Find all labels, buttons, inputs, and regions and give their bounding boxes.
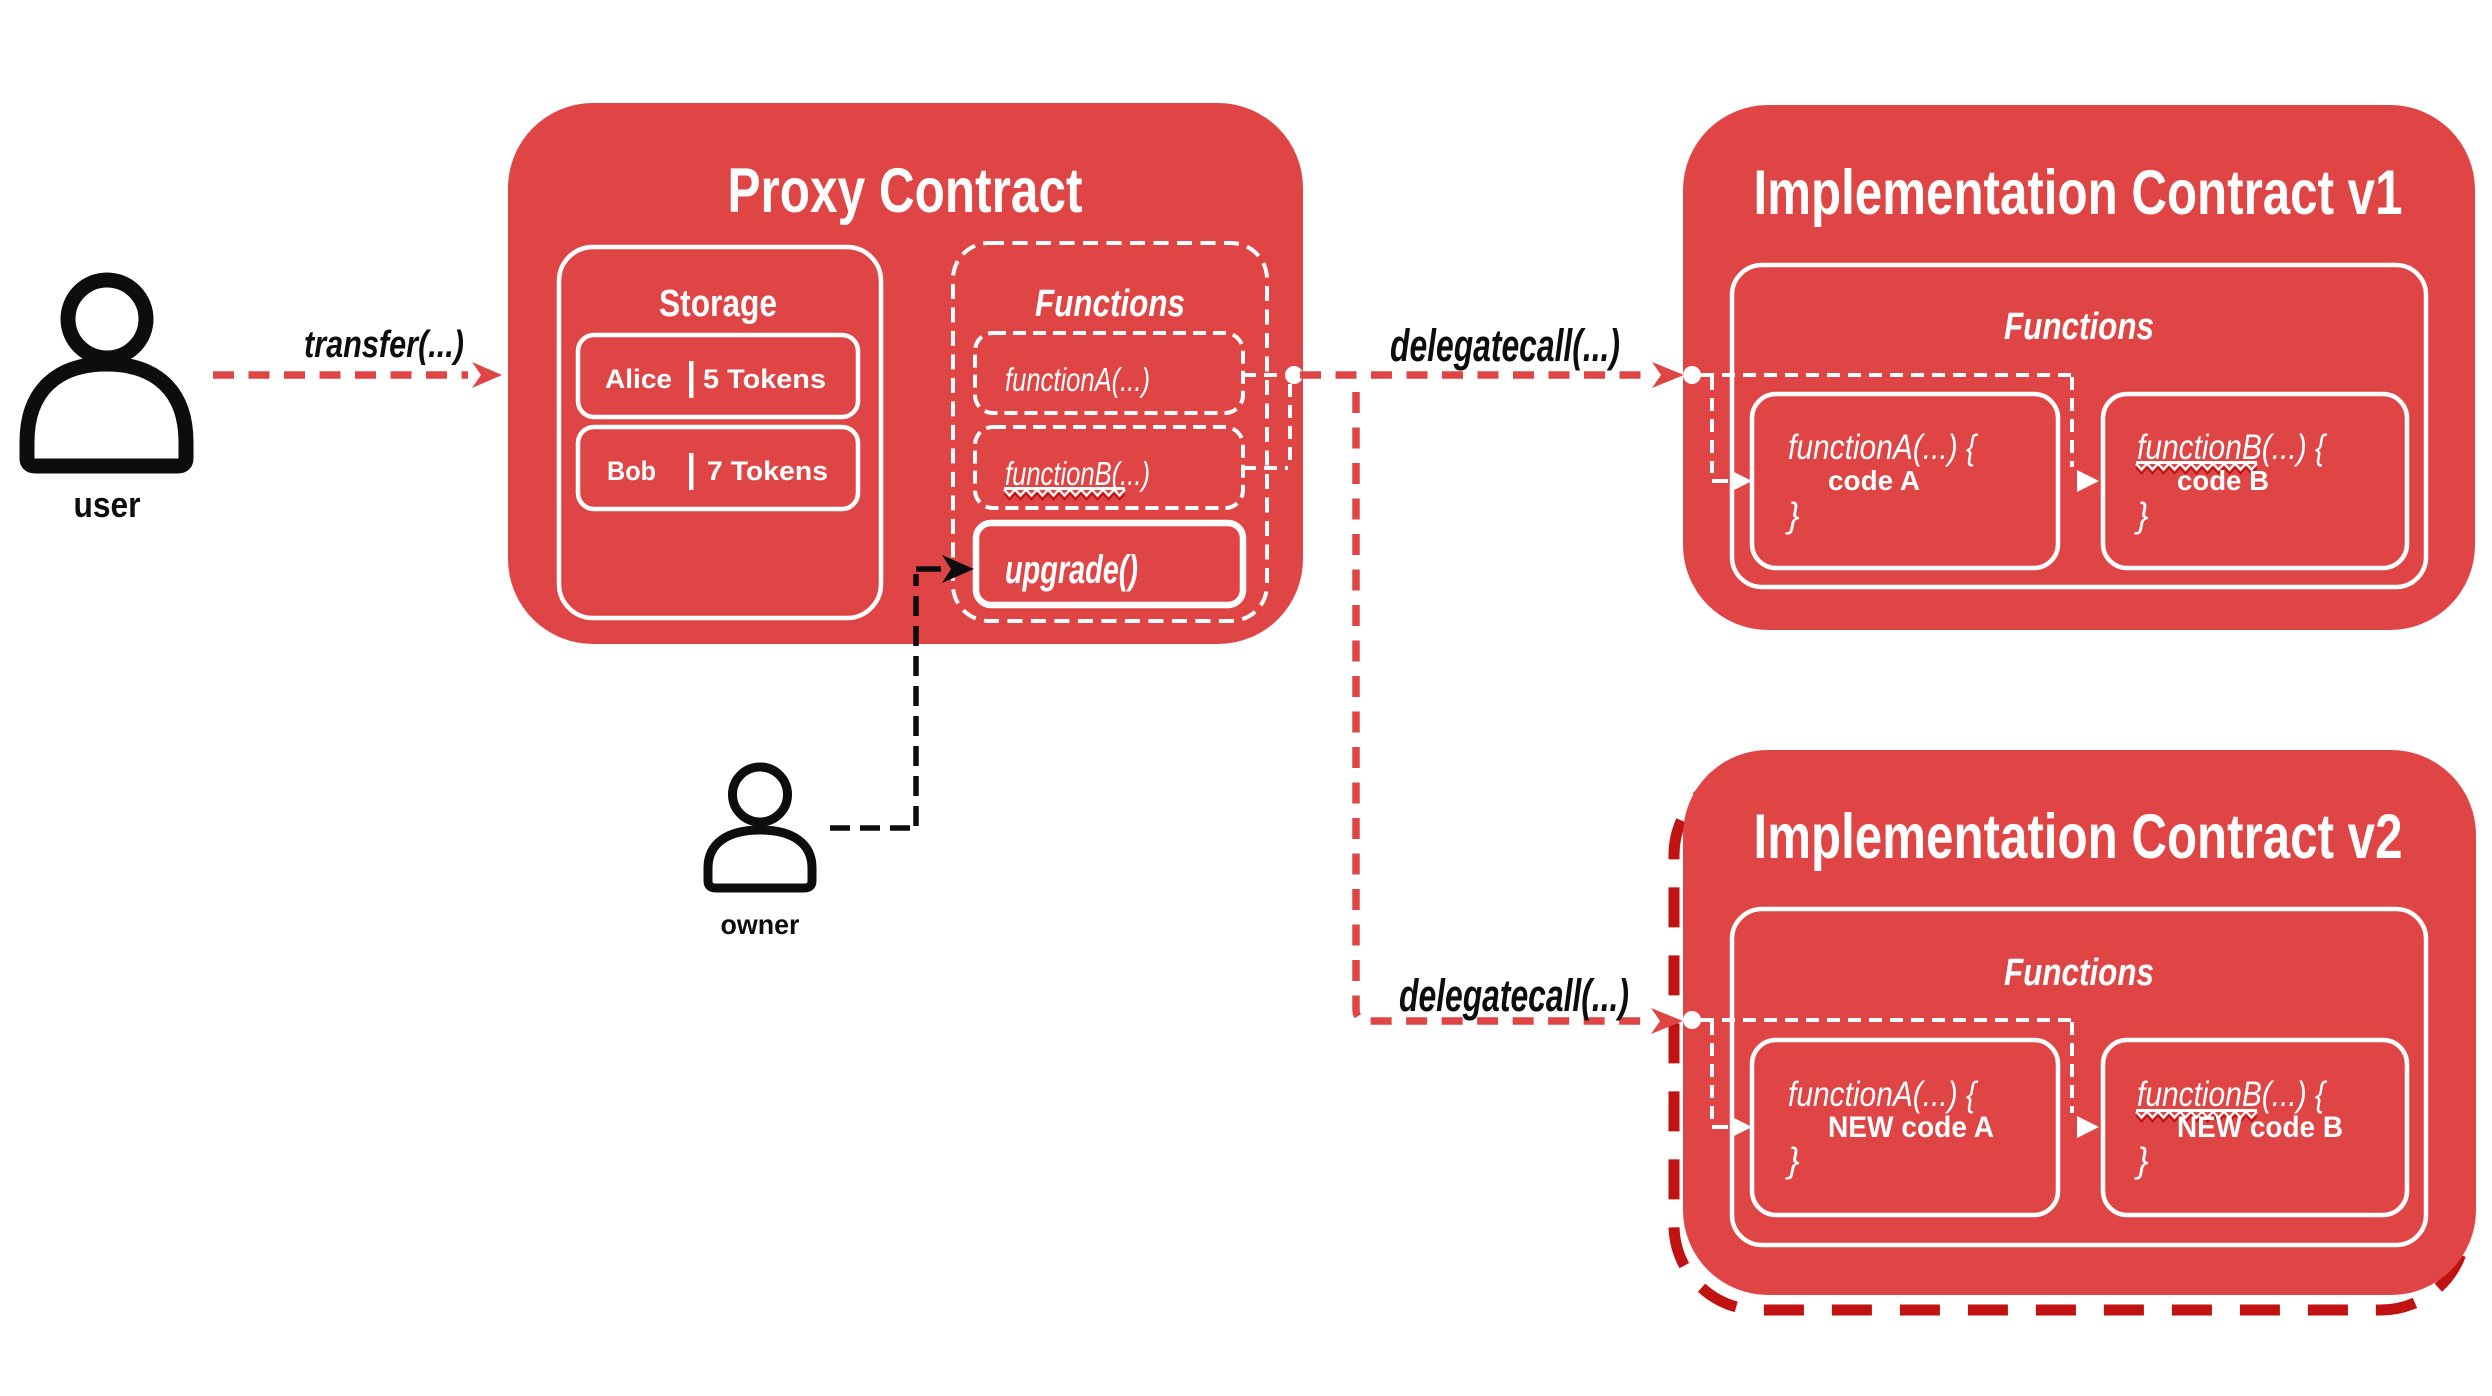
svg-text:Implementation Contract v2: Implementation Contract v2 — [1754, 802, 2403, 872]
svg-text:functionB(...) {: functionB(...) { — [2137, 1075, 2328, 1114]
svg-text:5 Tokens: 5 Tokens — [703, 364, 826, 394]
svg-text:NEW code B: NEW code B — [2177, 1111, 2343, 1144]
svg-text:Implementation Contract v1: Implementation Contract v1 — [1754, 158, 2403, 228]
svg-text:7 Tokens: 7 Tokens — [707, 456, 828, 486]
svg-text:Functions: Functions — [1035, 283, 1185, 325]
svg-text:}: } — [1785, 1141, 1800, 1180]
svg-text:functionA(...) {: functionA(...) { — [1788, 1075, 1979, 1114]
svg-text:functionA(...): functionA(...) — [1005, 361, 1150, 398]
svg-text:user: user — [74, 484, 141, 525]
svg-text:code B: code B — [2177, 465, 2269, 496]
svg-text:transfer(...): transfer(...) — [304, 324, 464, 366]
svg-text:upgrade(): upgrade() — [1005, 548, 1138, 592]
svg-text:delegatecall(...): delegatecall(...) — [1390, 320, 1620, 371]
svg-text:Storage: Storage — [659, 283, 777, 325]
svg-text:Functions: Functions — [2004, 952, 2154, 994]
svg-text:functionA(...) {: functionA(...) { — [1788, 428, 1979, 467]
svg-text:}: } — [2134, 496, 2149, 535]
svg-text:owner: owner — [721, 909, 800, 940]
svg-text:Proxy Contract: Proxy Contract — [728, 156, 1083, 226]
svg-text:code A: code A — [1828, 465, 1920, 496]
svg-text:Functions: Functions — [2004, 306, 2154, 348]
svg-text:}: } — [1785, 496, 1800, 535]
svg-text:Alice: Alice — [605, 364, 672, 394]
svg-text:}: } — [2134, 1141, 2149, 1180]
svg-text:NEW code A: NEW code A — [1828, 1111, 1994, 1144]
svg-text:functionB(...) {: functionB(...) { — [2137, 428, 2328, 467]
svg-text:Bob: Bob — [607, 456, 656, 486]
svg-text:functionB(...): functionB(...) — [1005, 455, 1150, 492]
svg-text:delegatecall(...): delegatecall(...) — [1399, 970, 1629, 1021]
